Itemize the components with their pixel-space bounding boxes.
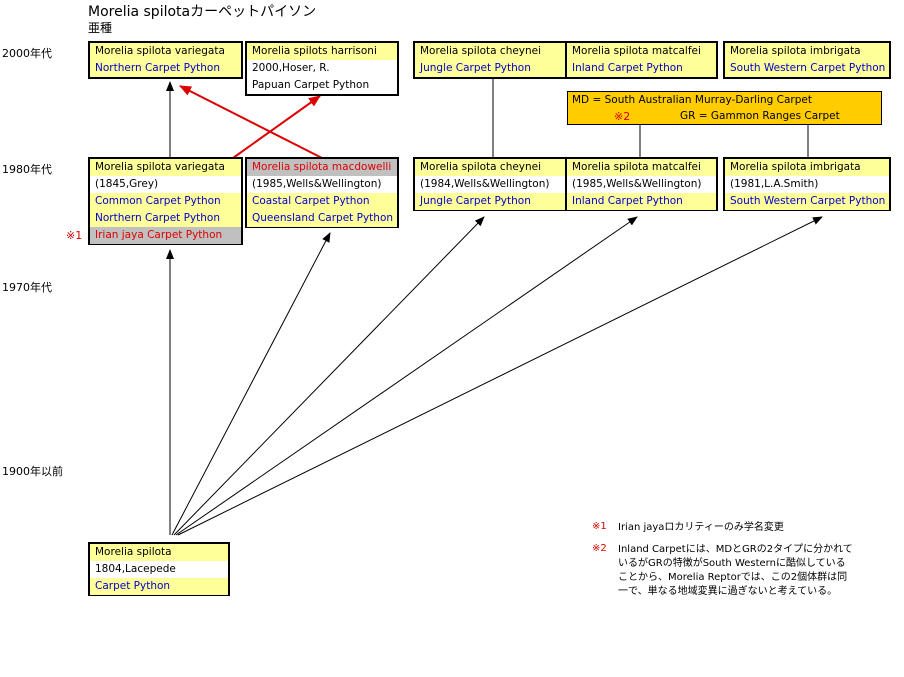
node-name: Morelia spilota imbrigata (725, 43, 889, 60)
red-arrow-to-harrisoni (232, 95, 321, 159)
node-common-name: Coastal Carpet Python (247, 193, 397, 210)
node-author: (1981,L.A.Smith) (725, 176, 889, 193)
md-line: MD = South Australian Murray-Darling Car… (572, 94, 812, 106)
node-author: (1984,Wells&Wellington) (415, 176, 566, 193)
diagram-title: Morelia spilotaカーペットパイソン (88, 4, 317, 20)
node-2000-imbrigata: Morelia spilota imbrigata South Western … (723, 41, 891, 79)
node-common-name: South Western Carpet Python (725, 193, 889, 210)
arrow-root-to-imbrigata (177, 216, 823, 536)
node-name: Morelia spilota (90, 544, 228, 561)
footnote-2-line: Inland Carpetには、MDとGRの2タイプに分かれて (618, 544, 853, 555)
node-name: Morelia spilota cheynei (415, 159, 566, 176)
footnote-2-marker: ※2 (592, 543, 607, 554)
era-label-1970: 1970年代 (2, 281, 52, 294)
node-common-name: Inland Carpet Python (567, 60, 716, 77)
node-2000-cheynei: Morelia spilota cheynei Jungle Carpet Py… (413, 41, 568, 79)
node-common-name: Northern Carpet Python (90, 60, 241, 77)
node-author: (1845,Grey) (90, 176, 241, 193)
node-2000-harrisoni: Morelia spilots harrisoni 2000,Hoser, R.… (245, 41, 399, 96)
node-author: 2000,Hoser, R. (247, 60, 397, 77)
md-gr-note: MD = South Australian Murray-Darling Car… (567, 91, 882, 125)
node-2000-variegata: Morelia spilota variegata Northern Carpe… (88, 41, 243, 79)
node-name: Morelia spilota variegata (90, 43, 241, 60)
note-1-marker: ※1 (66, 229, 83, 242)
era-label-2000: 2000年代 (2, 47, 52, 60)
era-label-1980: 1980年代 (2, 163, 52, 176)
arrow-root-to-cheynei (173, 216, 485, 536)
footnote-2-line: ことから、Morelia Reptorでは、この2個体群は同 (618, 572, 848, 583)
node-name: Morelia spilota imbrigata (725, 159, 889, 176)
node-root-spilota: Morelia spilota 1804,Lacepede Carpet Pyt… (88, 542, 230, 596)
node-author: 1804,Lacepede (90, 561, 228, 578)
era-label-pre1900: 1900年以前 (2, 465, 63, 478)
node-common-name: Papuan Carpet Python (247, 77, 397, 94)
node-locality-irian-jaya: Irian jaya Carpet Python (90, 227, 241, 244)
footnote-1-marker: ※1 (592, 521, 607, 532)
node-name: Morelia spilota matcalfei (567, 159, 716, 176)
node-common-name: Queensland Carpet Python (247, 210, 397, 227)
node-1980-macdowelli: Morelia spilota macdowelli (1985,Wells&W… (245, 157, 399, 228)
node-name: Morelia spilota cheynei (415, 43, 566, 60)
node-author: (1985,Wells&Wellington) (567, 176, 716, 193)
arrow-root-to-macdowelli (171, 232, 331, 536)
node-1980-matcalfei: Morelia spilota matcalfei (1985,Wells&We… (565, 157, 718, 211)
red-arrow-to-variegata-2000 (179, 85, 323, 159)
node-common-name: Northern Carpet Python (90, 210, 241, 227)
diagram-subtitle: 亜種 (88, 21, 113, 35)
footnote-2-text: Inland Carpetには、MDとGRの2タイプに分かれて いるがGRの特徴… (618, 543, 853, 599)
footnote-1-text: Irian jayaロカリティーのみ学名変更 (618, 522, 784, 533)
node-name: Morelia spilota matcalfei (567, 43, 716, 60)
note-2-marker: ※2 (614, 110, 631, 123)
gr-line: GR = Gammon Ranges Carpet (680, 110, 840, 122)
node-name: Morelia spilota variegata (90, 159, 241, 176)
node-common-name: Jungle Carpet Python (415, 193, 566, 210)
node-2000-matcalfei: Morelia spilota matcalfei Inland Carpet … (565, 41, 718, 79)
node-1980-cheynei: Morelia spilota cheynei (1984,Wells&Well… (413, 157, 568, 211)
node-1980-variegata: Morelia spilota variegata (1845,Grey) Co… (88, 157, 243, 245)
node-1980-imbrigata: Morelia spilota imbrigata (1981,L.A.Smit… (723, 157, 891, 211)
node-common-name: Jungle Carpet Python (415, 60, 566, 77)
arrow-root-to-matcalfei (175, 216, 638, 536)
footnote-2-line: 一で、単なる地域変異に過ぎないと考えている。 (618, 586, 838, 597)
node-common-name: Inland Carpet Python (567, 193, 716, 210)
node-common-name: South Western Carpet Python (725, 60, 889, 77)
node-common-name: Common Carpet Python (90, 193, 241, 210)
footnote-2-line: いるがGRの特徴がSouth Westernに酷似している (618, 558, 846, 569)
node-author: (1985,Wells&Wellington) (247, 176, 397, 193)
node-name: Morelia spilots harrisoni (247, 43, 397, 60)
node-common-name: Carpet Python (90, 578, 228, 595)
node-name: Morelia spilota macdowelli (247, 159, 397, 176)
